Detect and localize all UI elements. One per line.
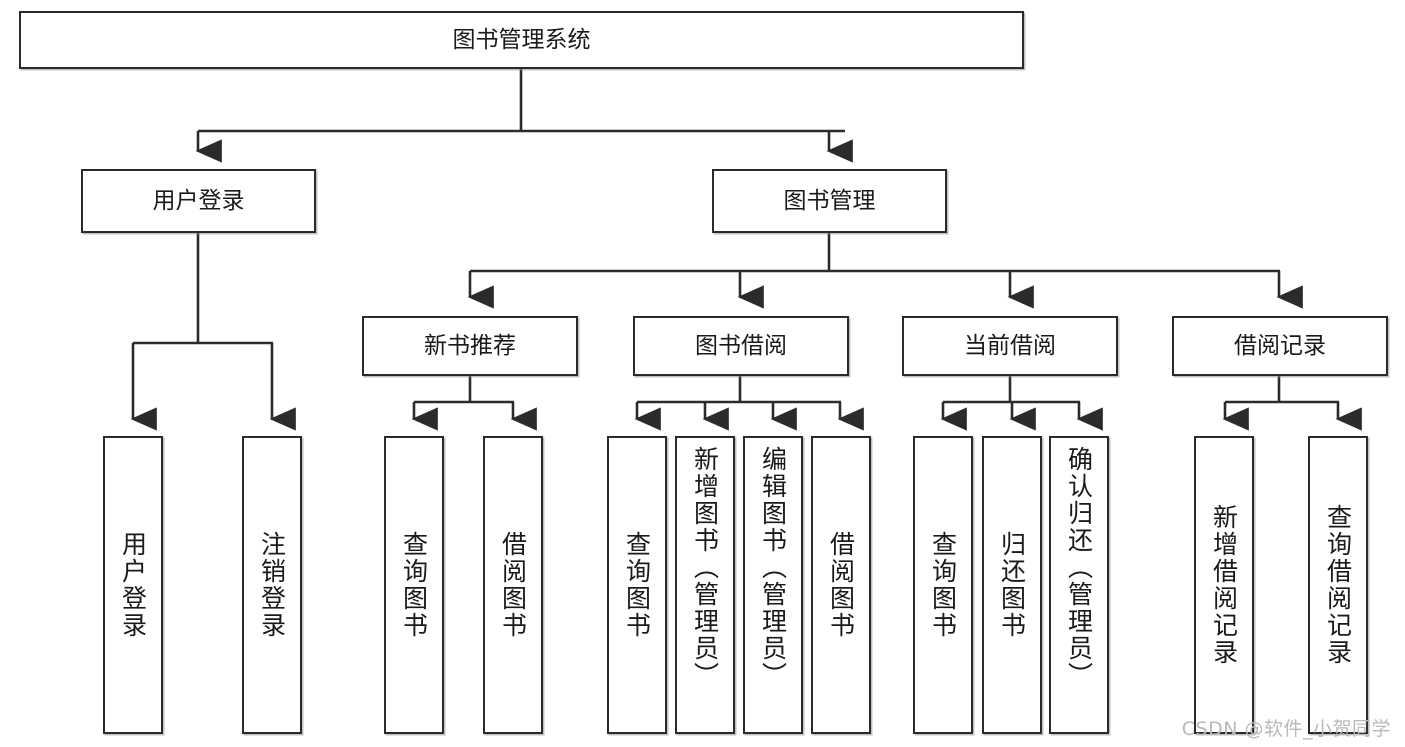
node-leaf-user-login[interactable]: 用户登录 xyxy=(103,436,163,734)
node-new-book-recommend-label: 新书推荐 xyxy=(424,332,516,359)
node-leaf-borrow-book-1-label: 借阅图书 xyxy=(498,531,528,639)
node-leaf-user-login-label: 用户登录 xyxy=(118,531,148,639)
node-leaf-borrow-book-1[interactable]: 借阅图书 xyxy=(483,436,543,734)
node-user-login-label: 用户登录 xyxy=(152,187,245,214)
node-book-manage-label: 图书管理 xyxy=(783,187,876,214)
node-leaf-return-book[interactable]: 归还图书 xyxy=(982,436,1042,734)
node-leaf-confirm-return-admin-label: 确认归还（管理员） xyxy=(1064,446,1094,689)
node-leaf-query-book-1-label: 查询图书 xyxy=(399,531,429,639)
node-leaf-query-book-2[interactable]: 查询图书 xyxy=(607,436,667,734)
node-leaf-query-borrow-record[interactable]: 查询借阅记录 xyxy=(1308,436,1368,734)
node-leaf-query-book-1[interactable]: 查询图书 xyxy=(384,436,444,734)
node-root-label: 图书管理系统 xyxy=(452,26,591,53)
node-leaf-add-borrow-record-label: 新增借阅记录 xyxy=(1209,504,1239,666)
node-leaf-return-book-label: 归还图书 xyxy=(997,531,1027,639)
node-leaf-add-book-admin[interactable]: 新增图书（管理员） xyxy=(675,436,735,734)
node-borrow-record-label: 借阅记录 xyxy=(1234,332,1326,359)
node-leaf-logout-login[interactable]: 注销登录 xyxy=(242,436,302,734)
node-current-borrow-label: 当前借阅 xyxy=(964,332,1056,359)
node-leaf-borrow-book-2[interactable]: 借阅图书 xyxy=(811,436,871,734)
node-book-borrow[interactable]: 图书借阅 xyxy=(633,316,849,376)
node-leaf-query-book-2-label: 查询图书 xyxy=(622,531,652,639)
node-borrow-record[interactable]: 借阅记录 xyxy=(1172,316,1388,376)
node-leaf-edit-book-admin[interactable]: 编辑图书（管理员） xyxy=(743,436,803,734)
node-book-borrow-label: 图书借阅 xyxy=(695,332,787,359)
node-leaf-logout-login-label: 注销登录 xyxy=(257,531,287,639)
node-root[interactable]: 图书管理系统 xyxy=(19,11,1024,69)
watermark-text: CSDN @软件_小贺同学 xyxy=(1181,718,1391,740)
node-leaf-edit-book-admin-label: 编辑图书（管理员） xyxy=(758,446,788,689)
node-leaf-borrow-book-2-label: 借阅图书 xyxy=(826,531,856,639)
node-leaf-query-book-3[interactable]: 查询图书 xyxy=(913,436,973,734)
node-current-borrow[interactable]: 当前借阅 xyxy=(902,316,1118,376)
node-leaf-confirm-return-admin[interactable]: 确认归还（管理员） xyxy=(1049,436,1109,734)
node-leaf-add-book-admin-label: 新增图书（管理员） xyxy=(690,446,720,689)
node-leaf-query-borrow-record-label: 查询借阅记录 xyxy=(1323,504,1353,666)
node-leaf-add-borrow-record[interactable]: 新增借阅记录 xyxy=(1194,436,1254,734)
node-book-manage[interactable]: 图书管理 xyxy=(712,169,947,233)
node-user-login[interactable]: 用户登录 xyxy=(81,169,316,233)
node-new-book-recommend[interactable]: 新书推荐 xyxy=(362,316,578,376)
node-leaf-query-book-3-label: 查询图书 xyxy=(928,531,958,639)
